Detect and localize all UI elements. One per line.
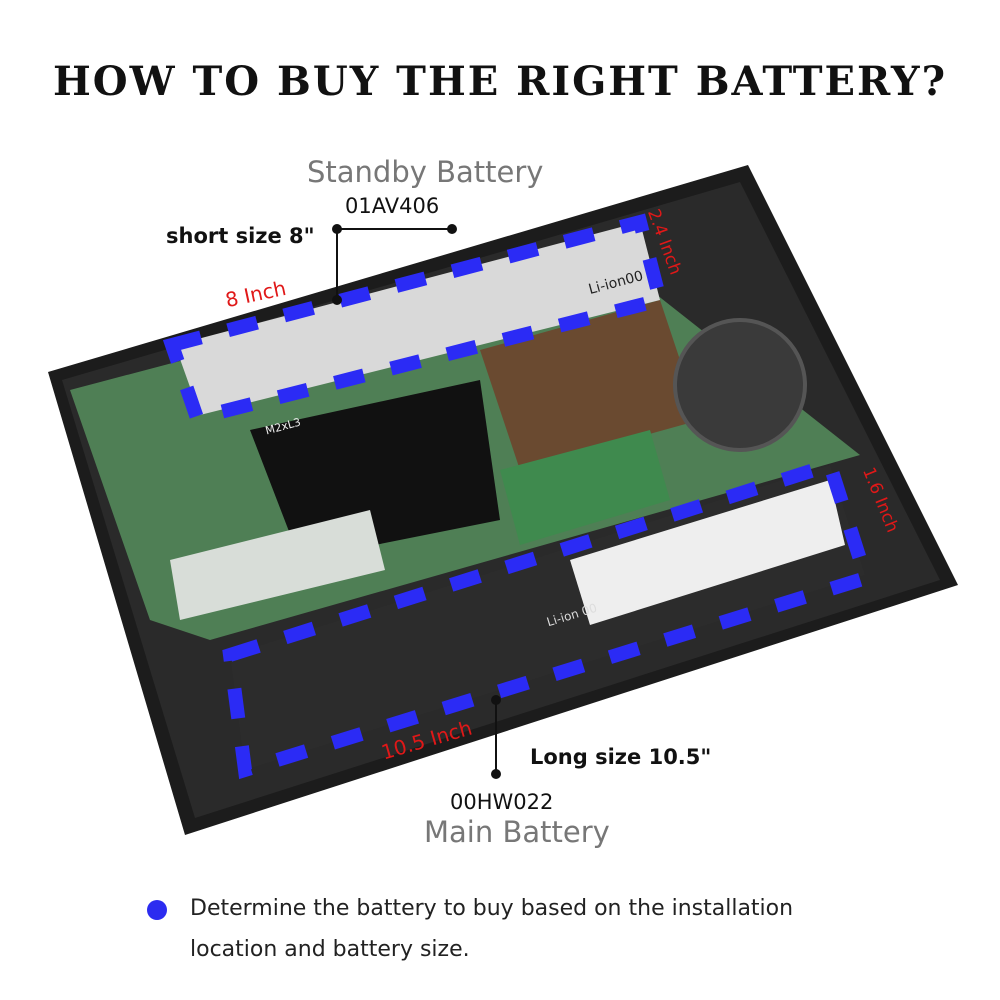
heatsink [480, 300, 700, 470]
main-battery-label [570, 480, 845, 625]
main-battery-model: 00HW022 [450, 790, 554, 814]
standby-dash-outline [162, 213, 669, 427]
page-title: HOW TO BUY THE RIGHT BATTERY? [52, 58, 947, 105]
main-battery-name: Main Battery [424, 815, 610, 849]
fan [673, 318, 807, 452]
standby-size-label: short size 8" [166, 224, 315, 248]
note-line-1: Determine the battery to buy based on th… [190, 896, 794, 921]
main-size-label: Long size 10.5" [530, 745, 712, 769]
ssd [170, 510, 385, 620]
standby-battery-name: Standby Battery [307, 155, 544, 189]
note-line-2: location and battery size. [190, 937, 470, 962]
bullet-dot [147, 900, 167, 920]
standby-battery-model: 01AV406 [345, 194, 440, 218]
ram-module [500, 430, 670, 545]
main-dash-outline [222, 456, 875, 780]
standby-battery [175, 222, 660, 415]
black-shield [250, 380, 500, 560]
